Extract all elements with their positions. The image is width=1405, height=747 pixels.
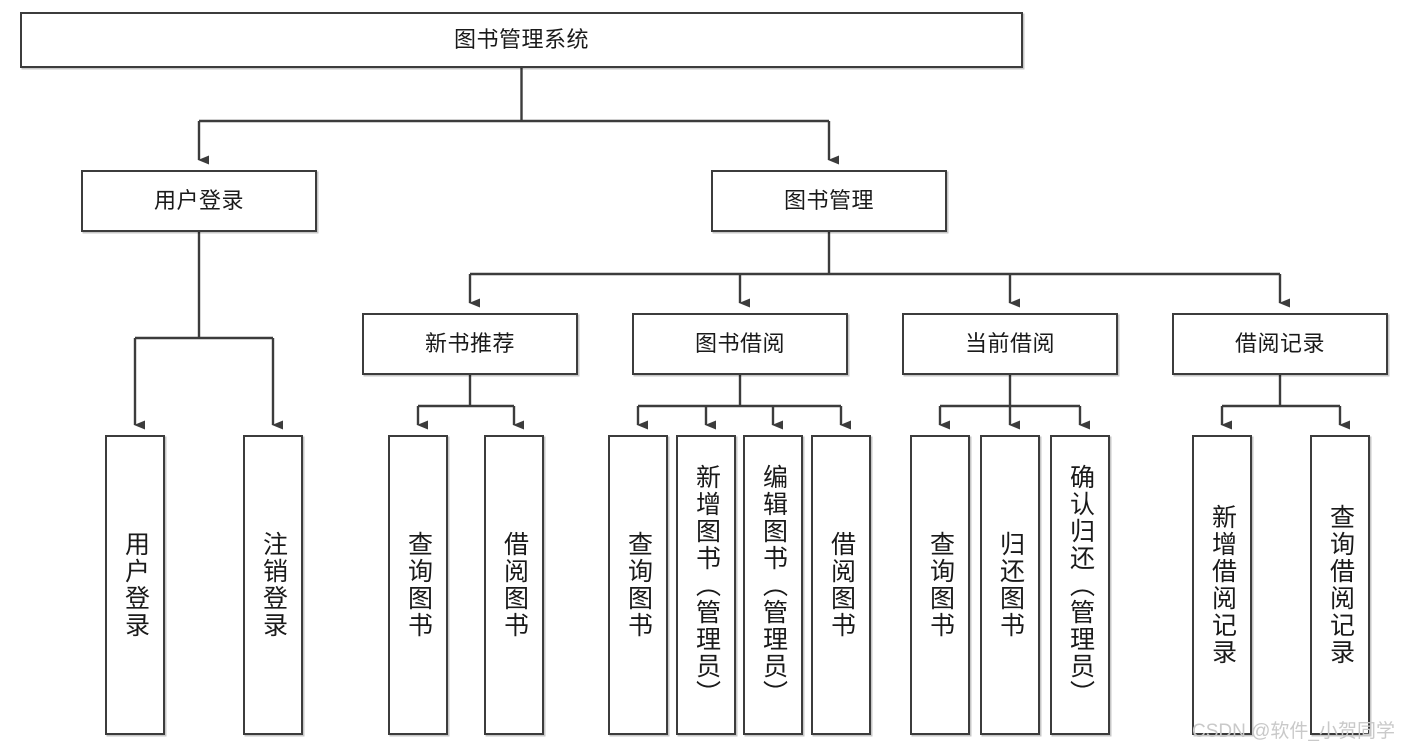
node-new-book-recommend-label: 新书推荐 xyxy=(424,330,515,356)
node-root[interactable]: 图书管理系统 xyxy=(20,12,1023,68)
leaf-query-book-borrow[interactable]: 查询图书 xyxy=(608,435,668,735)
leaf-borrow-book[interactable]: 借阅图书 xyxy=(811,435,871,735)
leaf-user-login[interactable]: 用户登录 xyxy=(105,435,165,735)
node-new-book-recommend[interactable]: 新书推荐 xyxy=(362,313,578,375)
leaf-add-borrow-record[interactable]: 新增借阅记录 xyxy=(1192,435,1252,735)
leaf-add-book-admin-label: 新增图书（管理员） xyxy=(692,463,721,707)
leaf-query-book-rec-label: 查询图书 xyxy=(404,531,433,639)
leaf-confirm-return-admin[interactable]: 确认归还（管理员） xyxy=(1050,435,1110,735)
leaf-add-borrow-record-label: 新增借阅记录 xyxy=(1208,504,1237,666)
leaf-query-book-rec[interactable]: 查询图书 xyxy=(388,435,448,735)
leaf-logout-login-label: 注销登录 xyxy=(259,531,288,639)
leaf-add-book-admin[interactable]: 新增图书（管理员） xyxy=(676,435,736,735)
leaf-user-login-label: 用户登录 xyxy=(121,531,150,639)
node-book-management[interactable]: 图书管理 xyxy=(711,170,947,232)
leaf-query-borrow-record[interactable]: 查询借阅记录 xyxy=(1310,435,1370,735)
node-user-login-label: 用户登录 xyxy=(153,187,244,213)
leaf-edit-book-admin[interactable]: 编辑图书（管理员） xyxy=(743,435,803,735)
node-book-management-label: 图书管理 xyxy=(783,187,874,213)
leaf-query-book-borrow-label: 查询图书 xyxy=(624,531,653,639)
node-borrow-record[interactable]: 借阅记录 xyxy=(1172,313,1388,375)
leaf-query-book-current-label: 查询图书 xyxy=(926,531,955,639)
leaf-confirm-return-admin-label: 确认归还（管理员） xyxy=(1066,463,1095,707)
node-book-borrow-label: 图书借阅 xyxy=(694,330,785,356)
leaf-return-book-label: 归还图书 xyxy=(996,531,1025,639)
leaf-borrow-book-rec-label: 借阅图书 xyxy=(500,531,529,639)
node-current-borrow[interactable]: 当前借阅 xyxy=(902,313,1118,375)
leaf-logout-login[interactable]: 注销登录 xyxy=(243,435,303,735)
leaf-borrow-book-rec[interactable]: 借阅图书 xyxy=(484,435,544,735)
node-user-login[interactable]: 用户登录 xyxy=(81,170,317,232)
node-book-borrow[interactable]: 图书借阅 xyxy=(632,313,848,375)
leaf-return-book[interactable]: 归还图书 xyxy=(980,435,1040,735)
leaf-edit-book-admin-label: 编辑图书（管理员） xyxy=(759,463,788,707)
node-current-borrow-label: 当前借阅 xyxy=(964,330,1055,356)
node-root-label: 图书管理系统 xyxy=(453,26,589,52)
leaf-query-book-current[interactable]: 查询图书 xyxy=(910,435,970,735)
leaf-query-borrow-record-label: 查询借阅记录 xyxy=(1326,504,1355,666)
node-borrow-record-label: 借阅记录 xyxy=(1234,330,1325,356)
leaf-borrow-book-label: 借阅图书 xyxy=(827,531,856,639)
